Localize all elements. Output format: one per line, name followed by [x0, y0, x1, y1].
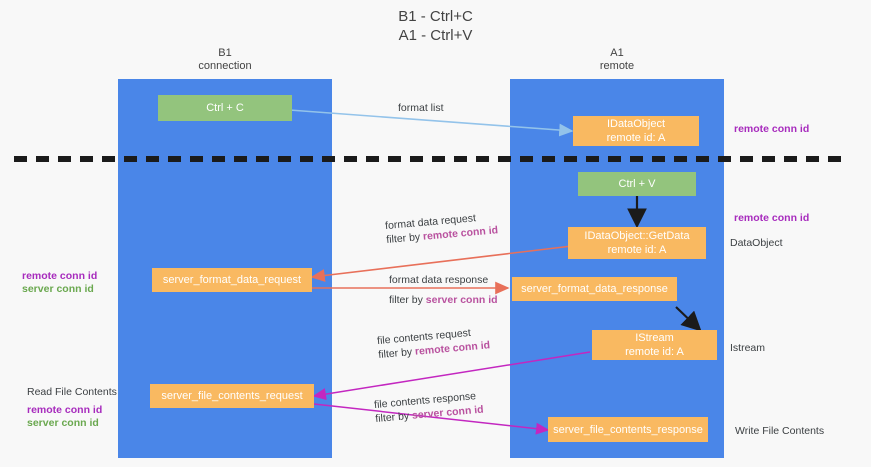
- node-istream[interactable]: IStream remote id: A: [592, 330, 717, 360]
- dash-segment: [564, 156, 577, 162]
- arrow-format-list: [275, 108, 574, 137]
- label-remote-conn-id-top: remote conn id: [734, 123, 810, 135]
- dash-segment: [212, 156, 225, 162]
- label-left-remote-conn-id-2: remote conn id: [27, 404, 103, 416]
- label-read-file-contents: Read File Contents: [27, 386, 117, 398]
- dash-segment: [102, 156, 115, 162]
- label-remote-conn-id-mid: remote conn id: [734, 212, 810, 224]
- edge-label-format-list: format list: [398, 101, 444, 115]
- dash-segment: [718, 156, 731, 162]
- dash-segment: [168, 156, 181, 162]
- dash-segment: [146, 156, 159, 162]
- label-istream: Istream: [730, 342, 766, 354]
- dash-segment: [432, 156, 445, 162]
- node-ctrl-v[interactable]: Ctrl + V: [578, 172, 696, 196]
- arrow-file-contents-request: [312, 351, 591, 401]
- node-format-data-response[interactable]: server_format_data_response: [512, 277, 677, 301]
- dash-segment: [234, 156, 247, 162]
- label-left-remote-conn-id-1: remote conn id: [22, 270, 98, 282]
- arrow-file-contents-response: [313, 403, 550, 435]
- dash-segment: [828, 156, 841, 162]
- dash-segment: [740, 156, 753, 162]
- dash-segment: [652, 156, 665, 162]
- dash-segment: [124, 156, 137, 162]
- lane-b1-title: B1 connection: [198, 47, 252, 72]
- node-ctrl-c[interactable]: Ctrl + C: [158, 95, 292, 121]
- node-getdata[interactable]: IDataObject::GetData remote id: A: [568, 227, 706, 259]
- dash-segment: [190, 156, 203, 162]
- dash-segment: [498, 156, 511, 162]
- dash-segment: [278, 156, 291, 162]
- dash-segment: [542, 156, 555, 162]
- dash-segment: [344, 156, 357, 162]
- dash-segment: [256, 156, 269, 162]
- dash-segment: [762, 156, 775, 162]
- highlight-server-conn-id: server conn id: [425, 294, 498, 306]
- dash-segment: [14, 156, 27, 162]
- node-idataobject[interactable]: IDataObject remote id: A: [573, 116, 699, 146]
- dash-segment: [630, 156, 643, 162]
- dash-segment: [806, 156, 819, 162]
- dash-segment: [36, 156, 49, 162]
- arrow-format-data-request: [310, 245, 573, 282]
- dash-segment: [388, 156, 401, 162]
- dash-segment: [80, 156, 93, 162]
- node-format-data-request[interactable]: server_format_data_request: [152, 268, 312, 292]
- dash-segment: [696, 156, 709, 162]
- dash-segment: [366, 156, 379, 162]
- dash-segment: [300, 156, 313, 162]
- edge-label-fdres-line1: format data response: [389, 274, 489, 286]
- edge-label-fdres-line2: filter by server conn id: [389, 294, 498, 306]
- label-write-file-contents: Write File Contents: [735, 425, 825, 437]
- dash-segment: [520, 156, 533, 162]
- label-left-server-conn-id-1: server conn id: [22, 283, 94, 295]
- edge-label-format-data-response: format data response filter by server co…: [389, 273, 498, 307]
- dash-segment: [410, 156, 423, 162]
- node-file-contents-response[interactable]: server_file_contents_response: [548, 417, 708, 442]
- dash-segment: [784, 156, 797, 162]
- label-left-server-conn-id-2: server conn id: [27, 417, 99, 429]
- dash-segment: [322, 156, 335, 162]
- label-dataobject: DataObject: [730, 237, 783, 249]
- phase-separator-dashed-line: [14, 156, 857, 162]
- page-title: B1 - Ctrl+C A1 - Ctrl+V: [398, 8, 473, 44]
- lane-a1-title: A1 remote: [599, 47, 635, 72]
- node-file-contents-request[interactable]: server_file_contents_request: [150, 384, 314, 408]
- dash-segment: [586, 156, 599, 162]
- dash-segment: [476, 156, 489, 162]
- dash-segment: [58, 156, 71, 162]
- dash-segment: [454, 156, 467, 162]
- dash-segment: [608, 156, 621, 162]
- arrow-response-istream: [675, 306, 702, 332]
- edge-label-format-list-text: format list: [398, 102, 444, 114]
- dash-segment: [674, 156, 687, 162]
